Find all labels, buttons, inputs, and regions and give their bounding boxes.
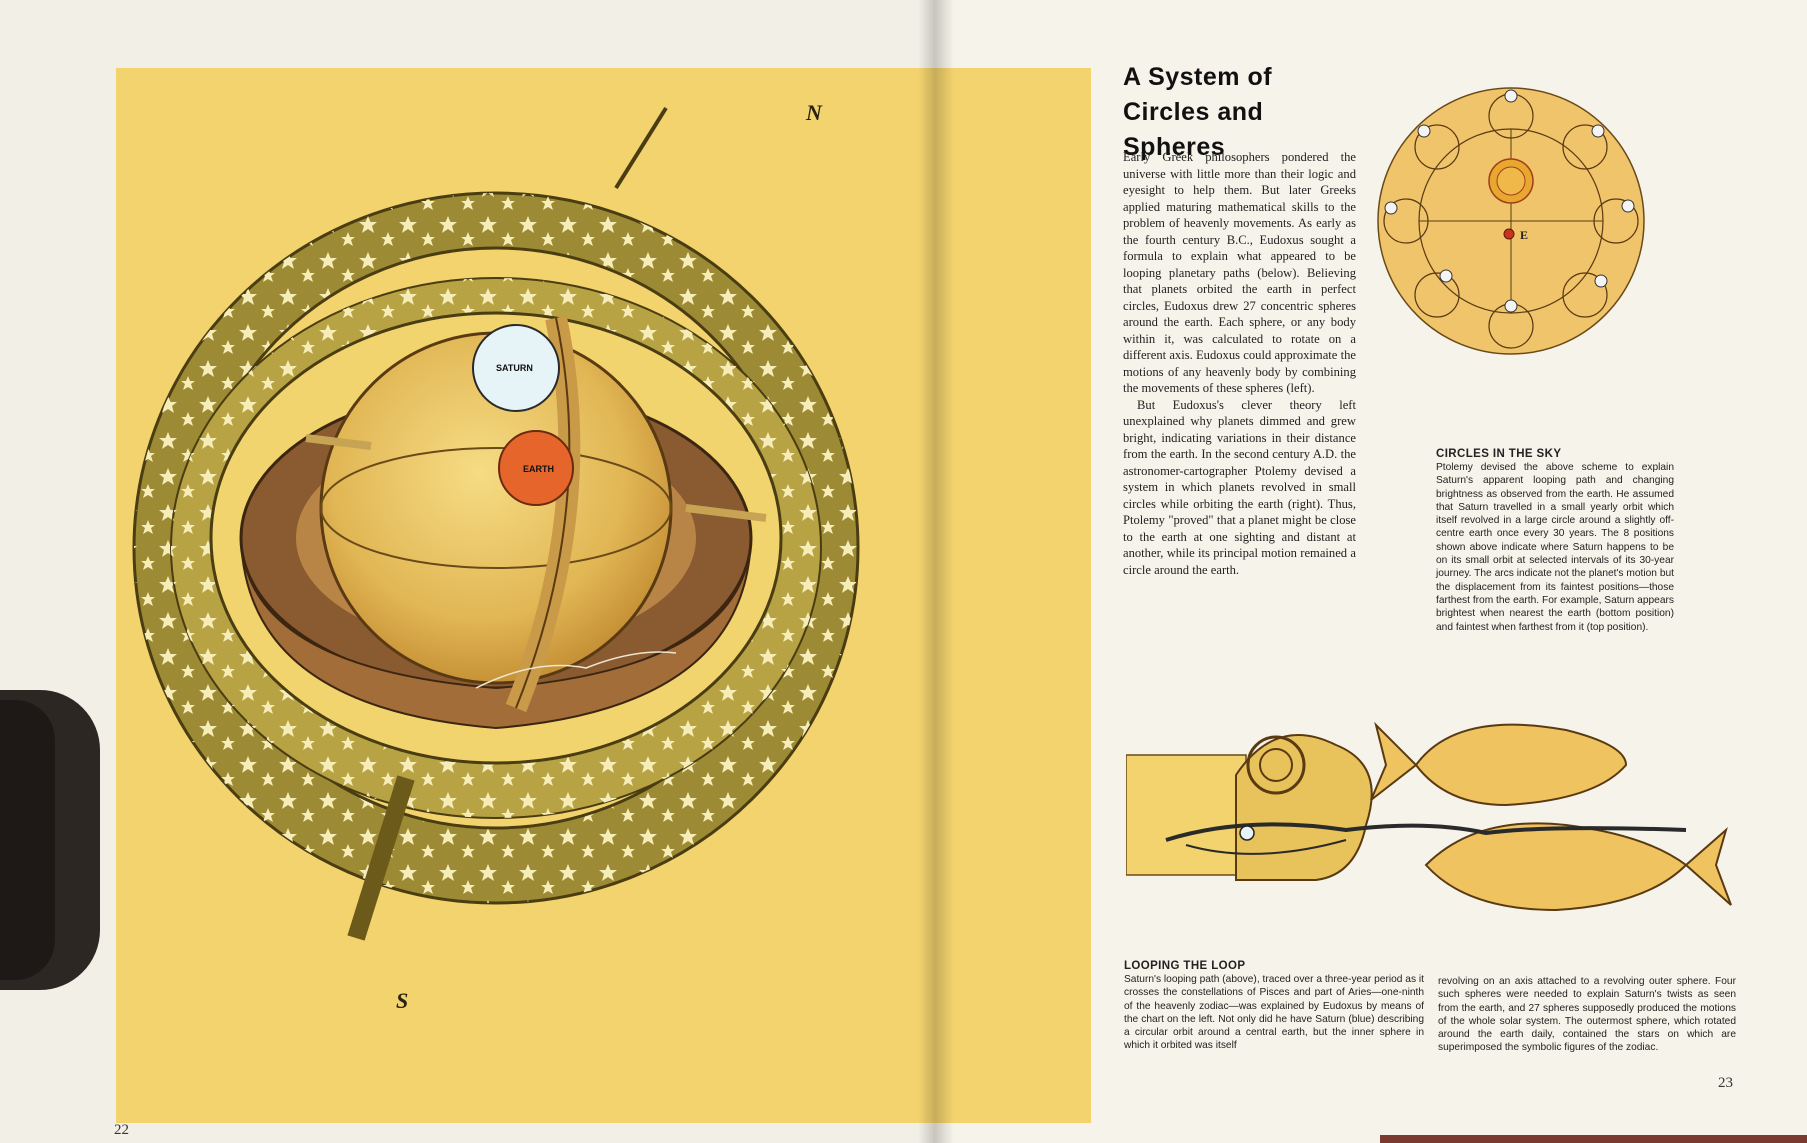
caption-text: Ptolemy devised the above scheme to expl… <box>1436 462 1674 633</box>
zodiac-loop-illustration <box>1126 721 1732 912</box>
ptolemy-epicycle-diagram <box>1377 87 1645 355</box>
caption-circles-in-the-sky: CIRCLES IN THE SKY Ptolemy devised the a… <box>1436 448 1674 634</box>
caption-heading: CIRCLES IN THE SKY <box>1436 448 1562 460</box>
title-line-1: A System of <box>1123 63 1273 91</box>
body-paragraph-1: Early Greek philosophers pondered the un… <box>1123 150 1356 395</box>
body-text: Early Greek philosophers pondered the un… <box>1123 149 1356 578</box>
armillary-illustration: SATURN EARTH N S <box>116 68 1091 1123</box>
caption-looping-the-loop-continued: revolving on an axis attached to a revol… <box>1438 975 1736 1055</box>
left-page-number: 22 <box>114 1122 129 1138</box>
caption-text-col-2: revolving on an axis attached to a revol… <box>1438 976 1736 1054</box>
earth-e-label: E <box>1520 228 1529 242</box>
saturn-label: SATURN <box>496 363 533 373</box>
caption-text-col-1: Saturn's looping path (above), traced ov… <box>1124 974 1424 1052</box>
armillary-sphere-drawing <box>132 106 860 941</box>
north-pole-label: N <box>806 100 822 125</box>
caption-heading: LOOPING THE LOOP <box>1124 960 1246 972</box>
south-pole-label: S <box>396 988 409 1013</box>
pisces-fish-lower <box>1424 822 1732 912</box>
aries-ram-figure <box>1235 734 1373 881</box>
saturn-planet <box>472 324 560 412</box>
caption-looping-the-loop: LOOPING THE LOOP Saturn's looping path (… <box>1124 960 1424 1053</box>
book-gutter <box>918 0 954 1143</box>
right-page-number: 23 <box>1718 1075 1733 1091</box>
earth-point <box>1503 228 1515 240</box>
earth-label: EARTH <box>523 464 554 474</box>
body-paragraph-2: But Eudoxus's clever theory left unexpla… <box>1123 397 1356 577</box>
earth-planet <box>498 430 574 506</box>
title-line-2: Circles and Spheres <box>1123 98 1264 161</box>
pisces-fish-upper <box>1370 721 1628 807</box>
saturn-marker <box>1239 825 1255 841</box>
reader-thumb-shadow <box>0 700 55 980</box>
sun-icon <box>1488 158 1534 204</box>
bottom-edge-strip <box>1380 1135 1807 1143</box>
page-title: A System of Circles and Spheres <box>1123 60 1363 165</box>
